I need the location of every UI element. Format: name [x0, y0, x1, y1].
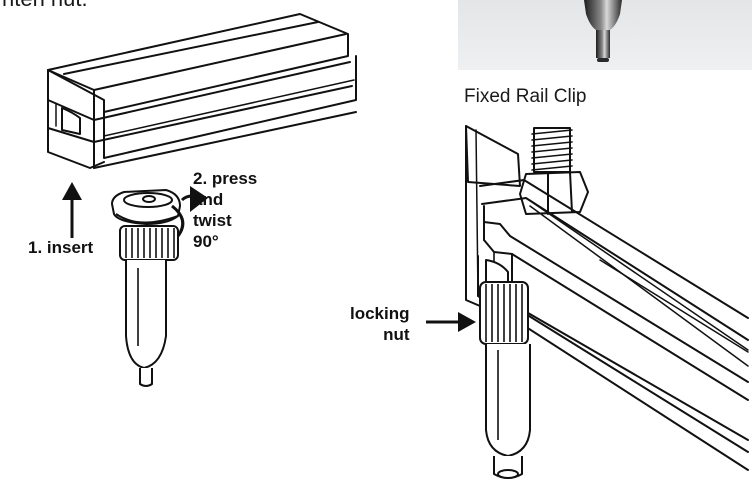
insert-label: 1. insert — [28, 238, 94, 257]
rail-drawing-right — [465, 125, 749, 471]
locking-nut-arrow — [426, 312, 476, 332]
clip-drawing-right — [479, 281, 531, 479]
rail-drawing-left — [47, 13, 357, 169]
insert-arrow — [62, 182, 82, 238]
photo-clip-image — [584, 0, 622, 62]
twist-arrow — [171, 186, 208, 237]
clip-drawing-left — [111, 189, 181, 387]
locking-nut-label: locking nut — [350, 304, 410, 344]
photo-panel — [458, 0, 752, 70]
press-twist-label: 2. press and twist 90° — [193, 169, 258, 251]
photo-caption: Fixed Rail Clip — [464, 86, 587, 107]
cropped-header-text: nten nut. — [2, 0, 88, 12]
